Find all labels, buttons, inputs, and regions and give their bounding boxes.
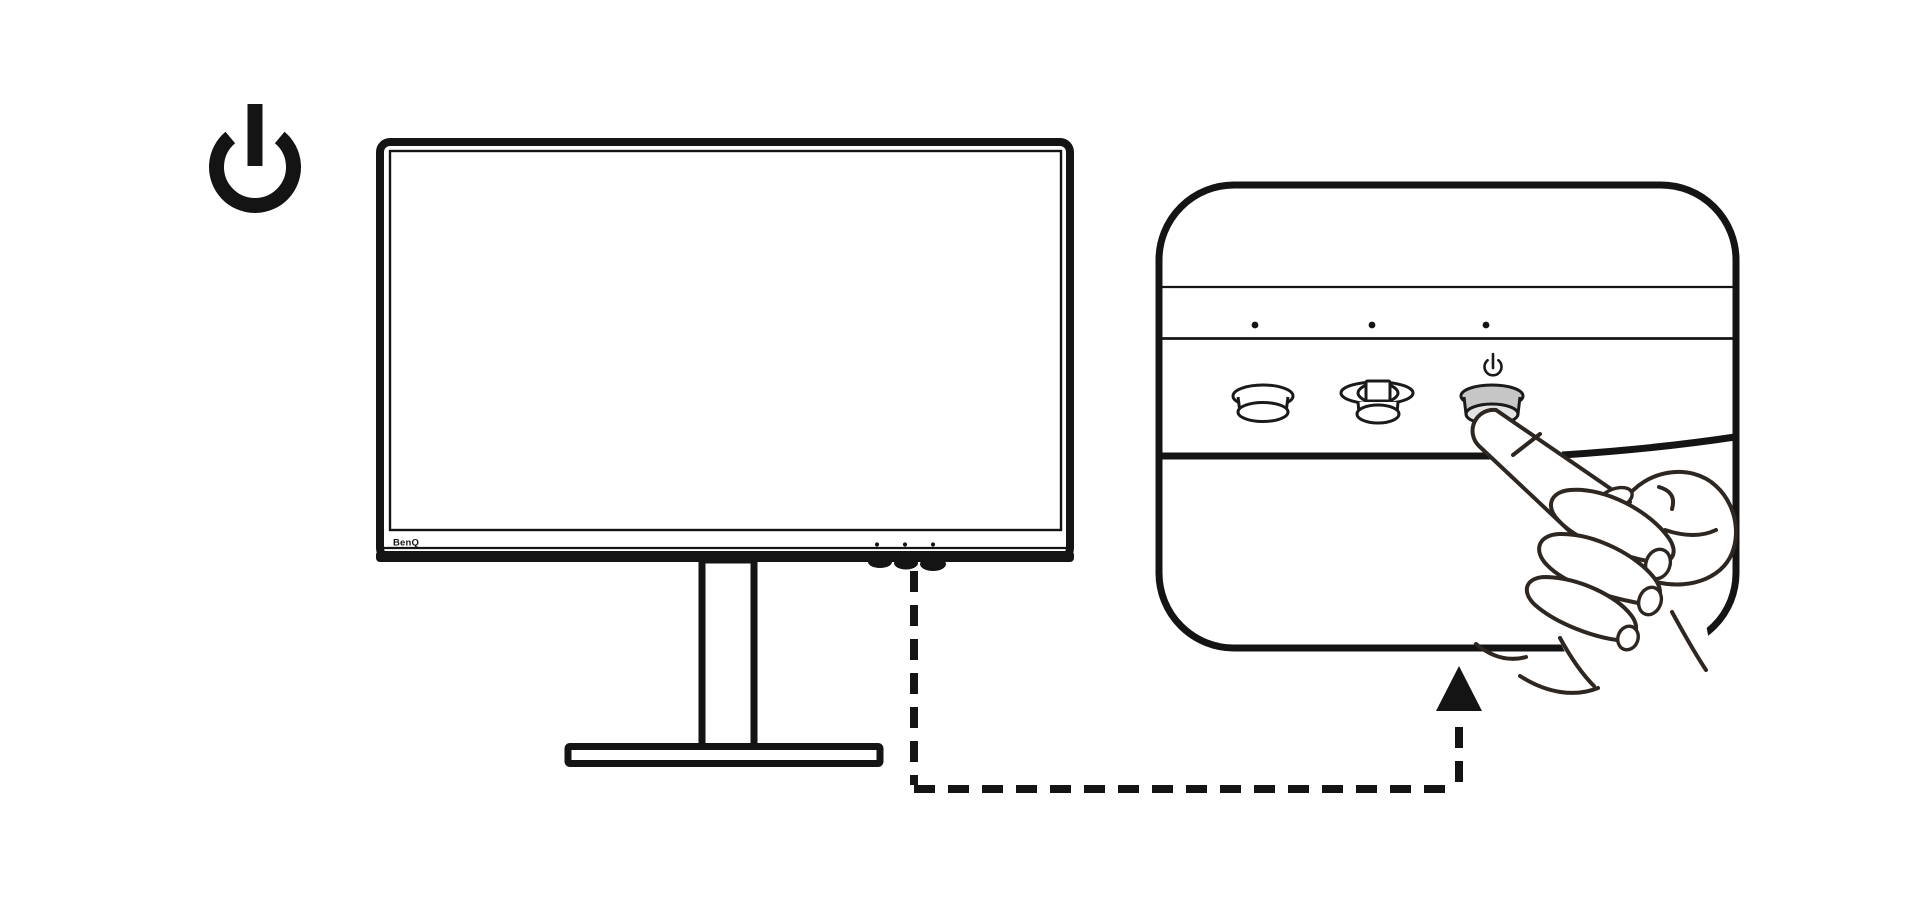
callout-border [1155, 181, 1740, 652]
arrow-up-icon [1436, 666, 1482, 711]
stand-column [698, 556, 758, 752]
monitor-indicator-dots [874, 542, 936, 547]
brand-logo: BenQ [393, 538, 419, 549]
connector [910, 571, 1482, 793]
control-button-bump [894, 556, 918, 570]
led-dot [1251, 321, 1259, 329]
monitor-frame [376, 138, 1074, 562]
controller-left-wing [1356, 383, 1367, 403]
pinky-finger-nail [1616, 624, 1640, 652]
power-symbol-icon [1483, 352, 1503, 377]
control-button-bump [920, 557, 946, 571]
monitor-screen [388, 149, 1063, 532]
power-icon [209, 104, 301, 213]
callout-indicator-dots [1251, 321, 1490, 329]
power-icon-arc [209, 131, 301, 213]
monitor-underside-buttons [868, 556, 946, 571]
callout-panel [1155, 181, 1740, 698]
stand-base [564, 743, 884, 767]
led-dot [1368, 321, 1376, 329]
control-button-bump [868, 556, 892, 568]
monitor-led-dot [902, 542, 908, 547]
finger-crease [1511, 432, 1542, 457]
power-symbol-arc [1483, 358, 1503, 377]
wrist-bottom-curve [1518, 674, 1600, 695]
five-way-controller-icon [1339, 379, 1415, 425]
thumb-web-line [1663, 528, 1718, 537]
thumb-crease [1657, 485, 1676, 511]
wrist-right-edge [1670, 610, 1708, 672]
callout-chin-curve [1561, 433, 1736, 459]
controller-right-wing [1389, 383, 1400, 403]
monitor: BenQ [376, 138, 1074, 767]
wrist-left-edge [1558, 636, 1596, 688]
palm-heel-curve [1474, 642, 1528, 661]
monitor-led-dot [930, 542, 936, 547]
controller-center-key [1364, 379, 1392, 403]
led-dot [1482, 321, 1490, 329]
custom-key-base [1236, 401, 1290, 423]
custom-key-button-icon [1231, 383, 1295, 423]
controller-base [1355, 403, 1401, 425]
hand [1470, 407, 1738, 698]
pinky-finger [1524, 575, 1638, 643]
ring-finger-nail [1636, 585, 1664, 617]
monitor-led-dot [874, 542, 880, 547]
